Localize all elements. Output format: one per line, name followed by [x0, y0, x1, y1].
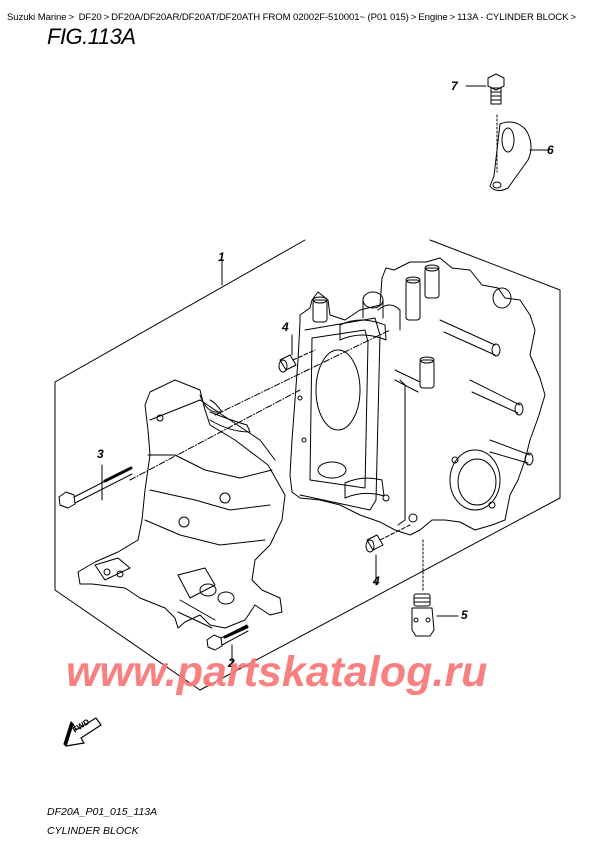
breadcrumb-separator: >	[68, 12, 75, 23]
breadcrumb-separator: >	[410, 12, 417, 23]
breadcrumb-cylinder-block[interactable]: 113A - CYLINDER BLOCK	[457, 12, 569, 23]
callout-1[interactable]: 1	[218, 250, 225, 264]
breadcrumb-df20[interactable]: DF20	[78, 12, 102, 23]
callout-5[interactable]: 5	[461, 608, 468, 622]
figure-code: DF20A_P01_015_113A	[47, 806, 158, 818]
callout-4-lower[interactable]: 4	[373, 574, 380, 588]
breadcrumb-separator: >	[570, 12, 576, 23]
fwd-arrow-icon	[63, 717, 102, 747]
assembly-boundary	[54, 239, 561, 691]
figure-name: CYLINDER BLOCK	[47, 825, 139, 837]
breadcrumb-separator: >	[103, 12, 110, 23]
bracket-6-icon	[489, 121, 532, 192]
leader-lines	[101, 85, 549, 669]
callout-2[interactable]: 2	[228, 656, 235, 670]
bolt-2-icon	[206, 624, 249, 651]
bolt-3-icon	[58, 466, 133, 509]
figure-title: FIG.113A	[47, 24, 136, 49]
breadcrumb-suzuki-marine[interactable]: Suzuki Marine	[7, 12, 67, 23]
callout-3[interactable]: 3	[97, 447, 104, 461]
cylinder-head-icon	[77, 379, 286, 629]
dowel-pin-4-lower-icon	[365, 524, 411, 553]
fitting-5-icon	[411, 593, 435, 637]
breadcrumb-separator: >	[449, 12, 456, 23]
breadcrumb: Suzuki Marine> DF20>DF20A/DF20AR/DF20AT/…	[7, 12, 578, 23]
breadcrumb-engine[interactable]: Engine	[418, 12, 448, 23]
callout-6[interactable]: 6	[547, 143, 554, 157]
callout-4-upper[interactable]: 4	[282, 320, 289, 334]
cylinder-block-icon	[289, 257, 546, 536]
callout-7[interactable]: 7	[451, 79, 458, 93]
breadcrumb-model[interactable]: DF20A/DF20AR/DF20AT/DF20ATH FROM 02002F-…	[111, 12, 409, 23]
bolt-7-icon	[487, 73, 505, 105]
watermark: www.partskatalog.ru	[66, 648, 488, 696]
dowel-pin-4-upper-icon	[278, 349, 316, 373]
